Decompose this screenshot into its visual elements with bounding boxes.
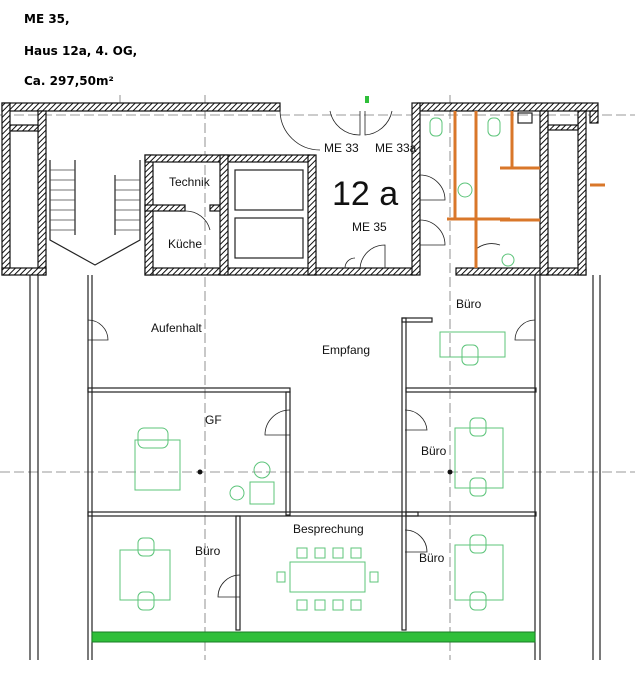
room-label-besprechung: Besprechung [293, 522, 364, 536]
staircase [49, 160, 141, 266]
unit-label-me33a: ME 33a [375, 141, 417, 155]
room-label-buero-mid-right: Büro [421, 444, 447, 458]
furniture [119, 96, 506, 611]
room-label-kueche: Küche [168, 237, 202, 251]
location-title: Haus 12a, 4. OG, [24, 44, 138, 58]
room-label-buero-bottom-right: Büro [419, 551, 445, 565]
elevators [234, 169, 304, 259]
house-number: 12 a [332, 175, 398, 213]
office-walls [29, 275, 601, 660]
area-title: Ca. 297,50m² [24, 74, 114, 88]
room-label-technik: Technik [169, 175, 211, 189]
room-label-buero-top-right: Büro [456, 297, 482, 311]
room-label-gf: GF [205, 413, 222, 427]
facade-band [91, 631, 536, 643]
grid-lines [0, 95, 635, 660]
room-label-buero-bottom-left: Büro [195, 544, 221, 558]
unit-label-me33: ME 33 [324, 141, 359, 155]
unit-label-me35: ME 35 [352, 220, 387, 234]
unit-title: ME 35, [24, 12, 70, 26]
room-label-empfang: Empfang [322, 343, 370, 357]
room-label-aufenthalt: Aufenhalt [151, 321, 202, 335]
core-walls [1, 102, 599, 276]
wc-partitions [429, 111, 605, 268]
